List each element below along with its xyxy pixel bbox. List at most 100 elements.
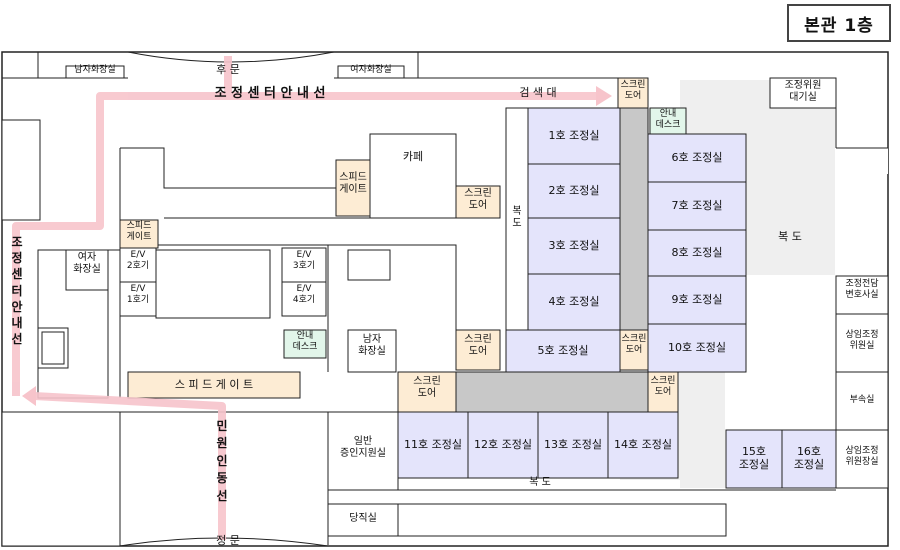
mediation-room-label-5: 5호 조정실 — [537, 344, 589, 357]
label-screen-door-5: 스크린 도어 — [413, 376, 441, 399]
wall — [156, 244, 457, 330]
mediation-room-label-1: 1호 조정실 — [548, 129, 600, 142]
mediation-room-label-12: 12호 조정실 — [474, 438, 532, 451]
label-ev-1: E/V 1호기 — [126, 284, 150, 305]
label-speed-gate-2: 스피드 게이트 — [339, 172, 367, 195]
attorney-room[interactable] — [835, 275, 889, 315]
mediation-room-label-8: 8호 조정실 — [671, 246, 723, 259]
label-route-vertical-left: 조정센터안내선 — [11, 235, 23, 347]
screen-door-3[interactable] — [455, 329, 501, 371]
annex-room[interactable] — [835, 371, 889, 431]
label-witness-support-room: 일반 증인지원실 — [340, 436, 386, 459]
wall — [120, 147, 370, 189]
window — [41, 331, 65, 365]
label-standing-committee-head-room: 상임조정 위원장실 — [845, 446, 879, 467]
gray-shaft-vertical — [619, 107, 649, 331]
mediation-room-8[interactable] — [647, 229, 747, 277]
mediation-room-label-9: 9호 조정실 — [671, 293, 723, 306]
label-womens-restroom-top: 여자화장실 — [350, 65, 392, 75]
mediation-room-label-15: 15호 조정실 — [738, 445, 770, 472]
mediation-room-label-4: 4호 조정실 — [548, 295, 600, 308]
label-info-desk-2: 안내 데스크 — [292, 331, 318, 352]
info-desk-1[interactable] — [649, 107, 687, 135]
label-cafe: 카페 — [402, 150, 424, 163]
label-screen-door-2: 스크린 도어 — [464, 188, 492, 211]
route-bottom — [33, 392, 226, 540]
label-annex-room: 부속실 — [849, 395, 875, 405]
label-corridor-bottom: 복 도 — [529, 477, 551, 488]
mediation-room-label-7: 7호 조정실 — [671, 199, 723, 212]
wall — [1, 119, 41, 221]
mediation-room-label-2: 2호 조정실 — [548, 184, 600, 197]
mediation-room-label-6: 6호 조정실 — [671, 151, 723, 164]
mediation-room-6[interactable] — [647, 133, 747, 183]
mediation-room-16[interactable] — [781, 429, 837, 489]
wall — [1, 411, 121, 547]
label-corridor-vertical: 복 도 — [512, 206, 522, 229]
label-route-horizontal: 조 정 센 터 안 내 선 — [214, 86, 326, 101]
mediation-room-11[interactable] — [397, 411, 469, 479]
wall — [328, 503, 727, 537]
label-front-gate: 정 문 — [216, 534, 240, 547]
speed-gate-1[interactable] — [119, 219, 159, 249]
mediation-rooms — [397, 107, 837, 489]
label-ev-2: E/V 2호기 — [126, 250, 150, 271]
mens-restroom — [347, 329, 397, 373]
mediation-room-label-16: 16호 조정실 — [793, 445, 825, 472]
route-arrow-left — [22, 386, 36, 406]
mediation-room-12[interactable] — [467, 411, 539, 479]
speed-gate-2[interactable] — [335, 159, 371, 217]
label-info-desk-1: 안내 데스크 — [655, 109, 681, 130]
route-main — [12, 56, 232, 396]
elevator-3 — [281, 247, 327, 283]
mediation-room-label-3: 3호 조정실 — [548, 239, 600, 252]
label-speed-gate-3: 스 피 드 게 이 트 — [174, 378, 254, 391]
guide-route — [12, 56, 598, 540]
elevator-4 — [281, 281, 327, 317]
label-mens-restroom: 남자 화장실 — [358, 334, 386, 357]
label-corridor-right: 복 도 — [778, 230, 802, 243]
mediation-room-14[interactable] — [607, 411, 679, 479]
dotted-area — [838, 148, 888, 174]
label-duty-room: 당직실 — [349, 513, 377, 524]
label-search-desk: 검 색 대 — [519, 86, 557, 99]
gray-shaft-horizontal — [455, 371, 649, 413]
mediation-room-7[interactable] — [647, 181, 747, 231]
elevator-1 — [119, 281, 157, 317]
mediation-room-10[interactable] — [647, 323, 747, 373]
screen-door-2[interactable] — [455, 185, 501, 219]
label-speed-gate-1: 스피드 게이트 — [126, 221, 152, 242]
speed-gate-3[interactable] — [127, 371, 301, 399]
standing-committee-room[interactable] — [835, 313, 889, 373]
label-screen-door-1: 스크린 도어 — [620, 80, 646, 101]
screen-door-1[interactable] — [617, 77, 649, 109]
mediation-room-label-10: 10호 조정실 — [668, 341, 726, 354]
mediation-room-13[interactable] — [537, 411, 609, 479]
mediation-room-label-14: 14호 조정실 — [614, 438, 672, 451]
label-route-vertical-bottom: 민원인동선 — [216, 419, 228, 503]
route-arrow-right — [596, 86, 612, 106]
mediation-room-label-13: 13호 조정실 — [544, 438, 602, 451]
duty-room[interactable] — [327, 503, 399, 537]
cafe-room[interactable] — [369, 133, 457, 219]
floor-title: 본관 1층 — [787, 4, 891, 42]
wall — [347, 249, 391, 281]
label-back-gate: 후 문 — [216, 63, 240, 76]
womens-restroom — [65, 249, 109, 291]
label-standing-committee-room: 상임조정 위원실 — [845, 330, 879, 351]
mediation-room-5[interactable] — [505, 329, 621, 373]
label-screen-door-4: 스크린 도어 — [621, 334, 647, 355]
mediation-room-label-11: 11호 조정실 — [404, 438, 462, 451]
mediation-committee-lounge[interactable] — [769, 77, 837, 109]
label-screen-door-6: 스크린 도어 — [650, 376, 676, 397]
label-ev-3: E/V 3호기 — [292, 250, 316, 271]
label-ev-4: E/V 4호기 — [292, 284, 316, 305]
label-screen-door-3: 스크린 도어 — [464, 334, 492, 357]
elevator-2 — [119, 247, 157, 283]
witness-support-room[interactable] — [327, 411, 399, 491]
label-mens-restroom-top: 남자화장실 — [74, 65, 116, 75]
label-womens-restroom: 여자 화장실 — [73, 252, 101, 275]
label-mediation-committee-lounge: 조정위원 대기실 — [784, 80, 822, 103]
info-desk-2[interactable] — [283, 329, 327, 359]
